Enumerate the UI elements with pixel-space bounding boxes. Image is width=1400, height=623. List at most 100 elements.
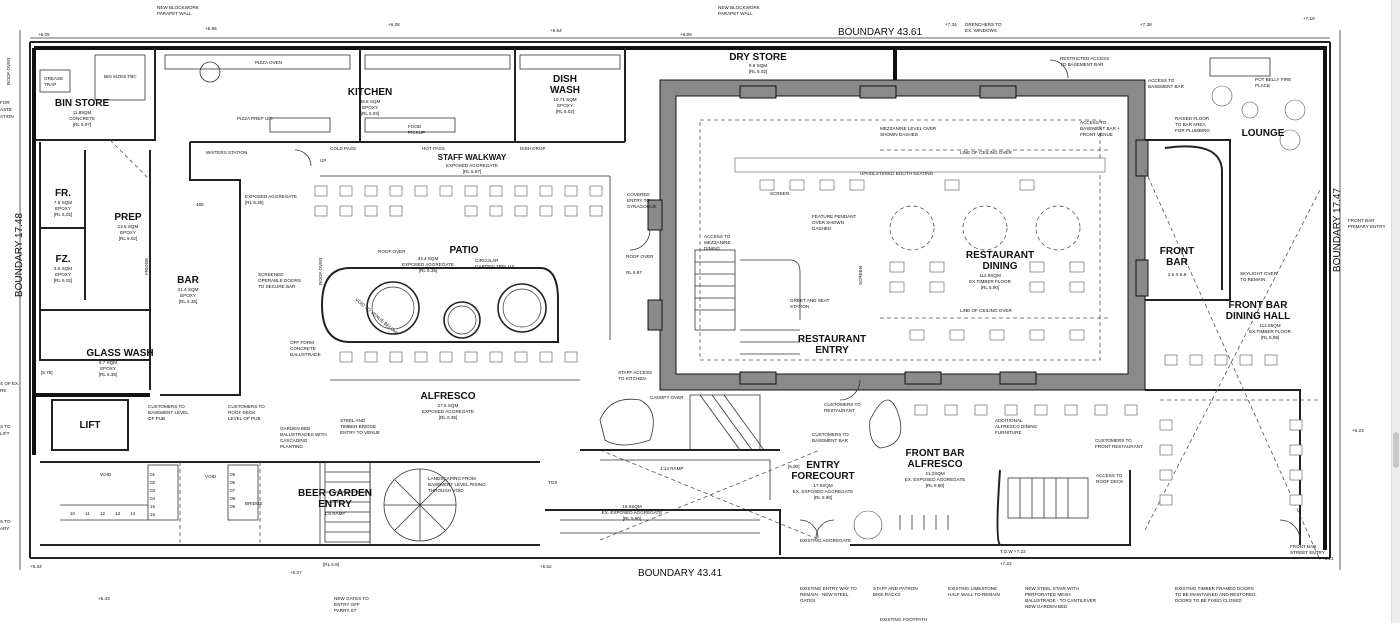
svg-text:EXISTING ENTRY WAY TO: EXISTING ENTRY WAY TO [800,586,857,591]
svg-text:+6.54: +6.54 [550,28,562,33]
svg-text:HOT PASS: HOT PASS [422,146,445,151]
svg-text:OVER SHOWN: OVER SHOWN [812,220,844,225]
svg-text:EX. WINDOWS: EX. WINDOWS [965,28,997,33]
svg-text:[RL 6.02]: [RL 6.02] [556,109,574,114]
svg-text:BAR: BAR [1166,257,1188,268]
room-name: BEER GARDEN [298,488,372,499]
svg-text:+5.62: +5.62 [540,564,552,569]
svg-text:NEW GATES TO: NEW GATES TO [334,596,369,601]
svg-text:ALFRESCO DINING: ALFRESCO DINING [995,424,1038,429]
room-patio: PATIO 34.4 SQM EXPOSED AGGREGATE [RL 6.3… [402,245,479,273]
front-alfresco-furniture [850,399,1138,546]
svg-text:FRONT VENUE: FRONT VENUE [1080,132,1113,137]
svg-text:ENTRY TO: ENTRY TO [627,198,650,203]
svg-text:GARDEN TRELLIS: GARDEN TRELLIS [475,264,514,269]
svg-text:TO BASEMENT BAR: TO BASEMENT BAR [1060,62,1104,67]
svg-text:34.4 SQM: 34.4 SQM [418,256,439,261]
svg-text:EPOXY: EPOXY [180,293,196,298]
svg-text:07: 07 [230,488,236,493]
svg-text:TO BAR AREA: TO BAR AREA [1175,122,1206,127]
svg-text:112.85QM: 112.85QM [1259,323,1280,328]
vertical-scrollbar[interactable] [1391,0,1400,623]
svg-text:12.5 SQM: 12.5 SQM [118,224,139,229]
svg-text:FURNITURE: FURNITURE [995,430,1022,435]
svg-text:ARY: ARY [0,526,9,531]
svg-text:CUSTOMERS TO: CUSTOMERS TO [148,404,185,409]
svg-text:[RL 6.35]: [RL 6.35] [439,415,457,420]
svg-text:STREET ENTRY: STREET ENTRY [1290,550,1325,555]
entry-stair [545,394,781,555]
svg-text:[RL 6.35]: [RL 6.35] [419,268,437,273]
room-name: FZ. [56,254,71,265]
svg-text:GARDEN BED: GARDEN BED [280,426,311,431]
room-lounge: LOUNGE [1242,128,1285,139]
room-front-bar-alfresco: FRONT BAR ALFRESCO 41.2SQM EX. EXPOSED A… [905,448,966,488]
svg-text:+6.21: +6.21 [1322,556,1334,561]
svg-text:EPOXY: EPOXY [55,272,71,277]
svg-text:DISH DROP: DISH DROP [520,146,546,151]
restaurant-heritage-walls [647,79,1301,545]
svg-text:TGS: TGS [548,480,557,485]
room-bin-store: BIN STORE 11.85QM CONCRETE [RL 5.97] [55,98,110,127]
svg-text:PERFORATED MESH: PERFORATED MESH [1025,592,1071,597]
svg-text:01: 01 [150,472,156,477]
svg-text:TO KITCHEN: TO KITCHEN [618,376,646,381]
svg-text:ENTRY OFF: ENTRY OFF [334,602,360,607]
scrollbar-thumb[interactable] [1393,432,1399,468]
svg-text:DINING: DINING [704,246,721,251]
svg-text:FOOD: FOOD [408,124,422,129]
room-prep: PREP 12.5 SQM EPOXY [RL 6.02] [114,212,142,241]
svg-text:05: 05 [230,472,236,477]
svg-text:COVERED: COVERED [627,192,650,197]
svg-text:06: 06 [230,480,236,485]
boundary-top-label: BOUNDARY 43.61 [838,27,923,38]
room-dish-wash: DISH WASH 10.71 SQM EPOXY [RL 6.02] [550,74,580,114]
svg-text:THROUGH VOID: THROUGH VOID [428,488,464,493]
room-beer-garden-entry: BEER GARDEN ENTRY 1:8 RAMP [298,488,372,516]
svg-text:12: 12 [100,511,106,516]
svg-text:ENTRY: ENTRY [318,499,352,510]
kitchen-equipment [39,54,1271,133]
svg-text:CONCRETE: CONCRETE [290,346,316,351]
svg-text:EPOXY: EPOXY [55,206,71,211]
svg-text:3.5 X 5.8: 3.5 X 5.8 [1168,272,1187,277]
svg-text:EPOXY: EPOXY [362,105,378,110]
room-name: ENTRY [806,460,840,471]
svg-text:CASCADING: CASCADING [280,438,308,443]
room-name: BIN STORE [55,98,110,109]
svg-text:TRAP: TRAP [44,82,56,87]
svg-text:GREASE: GREASE [44,76,63,81]
svg-text:PIZZA PREP U/C: PIZZA PREP U/C [237,116,273,121]
room-front-bar-dining: FRONT BAR DINING HALL 112.85QM EX.TIMBER… [1226,300,1292,340]
svg-text:GATES: GATES [800,598,815,603]
svg-text:PARRY ST: PARRY ST [334,608,357,613]
room-name: BAR [177,275,199,286]
svg-text:PARAPET WALL: PARAPET WALL [718,11,753,16]
svg-text:EX.TIMBER FLOOR: EX.TIMBER FLOOR [969,279,1012,284]
svg-text:CUSTOMERS TO: CUSTOMERS TO [812,432,849,437]
svg-text:EXPOSED AGGREGATE: EXPOSED AGGREGATE [245,194,297,199]
room-name: FRONT [1160,246,1194,257]
svg-text:SCREENED: SCREENED [258,272,284,277]
room-restaurant-entry: RESTAURANT ENTRY [798,334,866,356]
svg-text:41.2SQM: 41.2SQM [925,471,945,476]
svg-text:LIFT: LIFT [0,431,10,436]
svg-text:COLD PASS: COLD PASS [330,146,356,151]
room-name: LIFT [79,420,100,431]
svg-text:[RL 5.90]: [RL 5.90] [623,516,641,521]
svg-text:ADDITIONAL: ADDITIONAL [995,418,1023,423]
svg-text:FRONT RESTAURANT: FRONT RESTAURANT [1095,444,1143,449]
svg-text:ROOF OVER: ROOF OVER [318,257,323,285]
patio-furniture [314,175,611,381]
svg-text:PARAPET WALL: PARAPET WALL [157,11,192,16]
svg-text:RE: RE [0,388,6,393]
svg-text:TO SECURE BAR: TO SECURE BAR [258,284,296,289]
svg-text:BASEMENT BAR: BASEMENT BAR [1148,84,1185,89]
svg-text:LANDSCAPING FROM: LANDSCAPING FROM [428,476,476,481]
svg-text:+5.43: +5.43 [98,596,110,601]
svg-text:ENTRY: ENTRY [815,345,849,356]
svg-text:14: 14 [130,511,136,516]
svg-text:STAFF ACCESS: STAFF ACCESS [618,370,652,375]
room-glass-wash: GLASS WASH 9.7 SQM EPOXY [RL 6.35] [86,348,153,377]
